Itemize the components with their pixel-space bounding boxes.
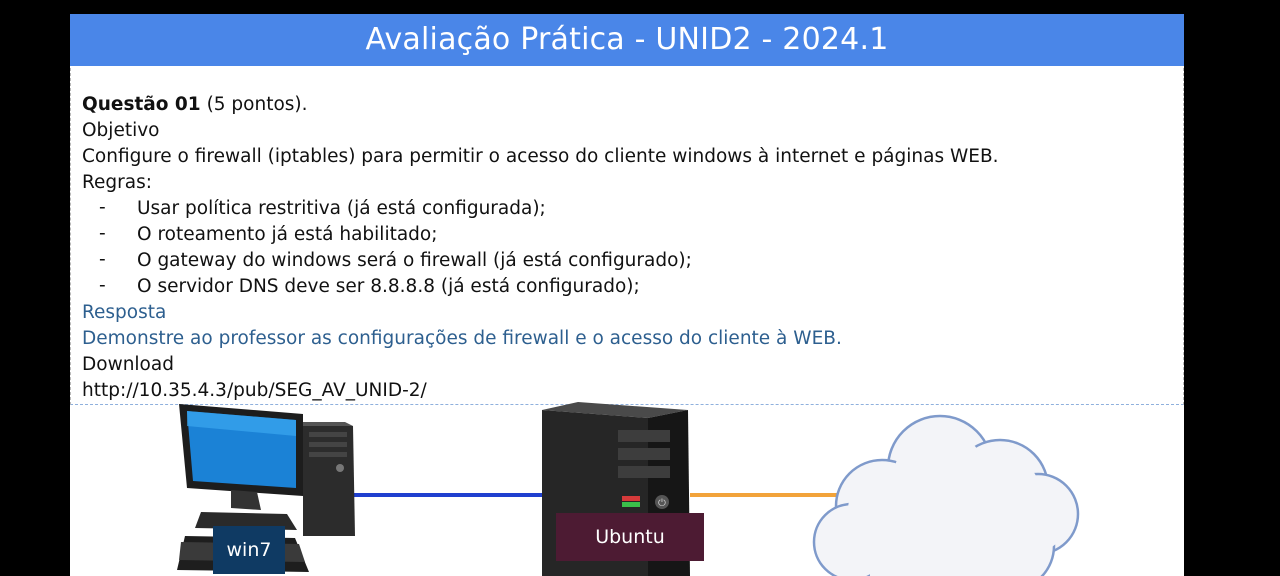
page-title: Avaliação Prática - UNID2 - 2024.1 — [70, 14, 1184, 66]
client-server-link — [350, 493, 545, 497]
bullet-marker: - — [99, 223, 106, 244]
answer-text: Demonstre ao professor as configurações … — [82, 328, 842, 349]
question-number: Questão 01 — [82, 94, 201, 115]
rule-text: O roteamento já está habilitado; — [137, 224, 438, 245]
server-label: Ubuntu — [556, 513, 704, 561]
objective-label: Objetivo — [82, 120, 160, 141]
bullet-marker: - — [99, 249, 106, 270]
slide: Avaliação Prática - UNID2 - 2024.1 Quest… — [70, 14, 1184, 576]
bullet-marker: - — [99, 197, 106, 218]
question-box: Questão 01 (5 pontos). Objetivo Configur… — [70, 68, 1184, 405]
objective-text: Configure o firewall (iptables) para per… — [82, 146, 999, 167]
download-label: Download — [82, 354, 174, 375]
server-internet-link — [690, 493, 850, 497]
cloud-icon — [812, 414, 1080, 576]
download-url: http://10.35.4.3/pub/SEG_AV_UNID-2/ — [82, 380, 427, 401]
desktop-computer-icon — [177, 404, 355, 572]
bullet-marker: - — [99, 275, 106, 296]
question-heading: Questão 01 (5 pontos). — [82, 93, 308, 117]
rules-label: Regras: — [82, 172, 152, 193]
question-points: (5 pontos). — [200, 94, 308, 115]
svg-text:⏻: ⏻ — [658, 498, 666, 509]
client-label: win7 — [213, 526, 285, 574]
rule-text: O gateway do windows será o firewall (já… — [137, 250, 692, 271]
rule-text: O servidor DNS deve ser 8.8.8.8 (já está… — [137, 276, 640, 297]
rule-text: Usar política restritiva (já está config… — [137, 198, 546, 219]
answer-label: Resposta — [82, 302, 167, 323]
